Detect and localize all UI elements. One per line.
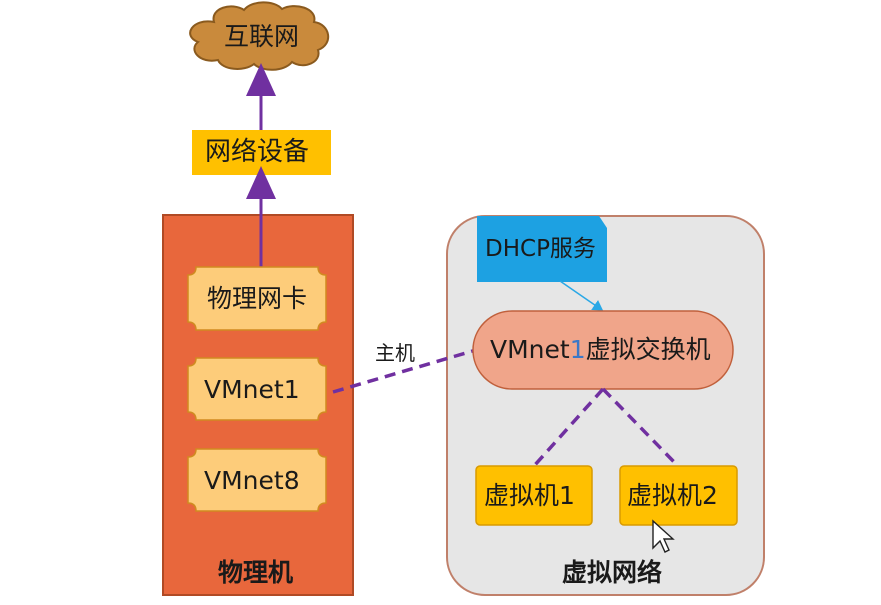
virtual-switch-label-suffix: 虚拟交换机 [585, 335, 711, 364]
physical-nic-label: 物理网卡 [207, 284, 308, 313]
vmnet1-box [187, 357, 327, 421]
vm2-box [619, 465, 738, 526]
internet-cloud [189, 1, 329, 71]
vmnet8-label: VMnet8 [204, 466, 300, 495]
vm1-label: 虚拟机1 [484, 481, 575, 510]
physical-nic-box [187, 266, 327, 331]
host-link-line [332, 348, 477, 394]
vmnet8-box [187, 448, 327, 512]
internet-label: 互联网 [224, 22, 300, 51]
vmnet1-label: VMnet1 [204, 375, 300, 404]
dhcp-arrow [559, 280, 604, 311]
virtual-network-title: 虚拟网络 [562, 558, 663, 587]
mouse-cursor-icon [652, 519, 675, 553]
network-device-label: 网络设备 [205, 137, 310, 167]
vm1-box [475, 465, 593, 526]
vm2-label: 虚拟机2 [627, 481, 718, 510]
virtual-switch-label-digit: 1 [569, 335, 586, 364]
host-link-label: 主机 [375, 341, 415, 365]
physical-machine-title: 物理机 [218, 558, 294, 587]
dhcp-service-box [477, 216, 607, 282]
dhcp-service-label: DHCP服务 [485, 236, 596, 262]
virtual-switch-label: VMnet1虚拟交换机 [490, 337, 711, 362]
virtual-switch-label-prefix: VMnet [490, 335, 570, 364]
